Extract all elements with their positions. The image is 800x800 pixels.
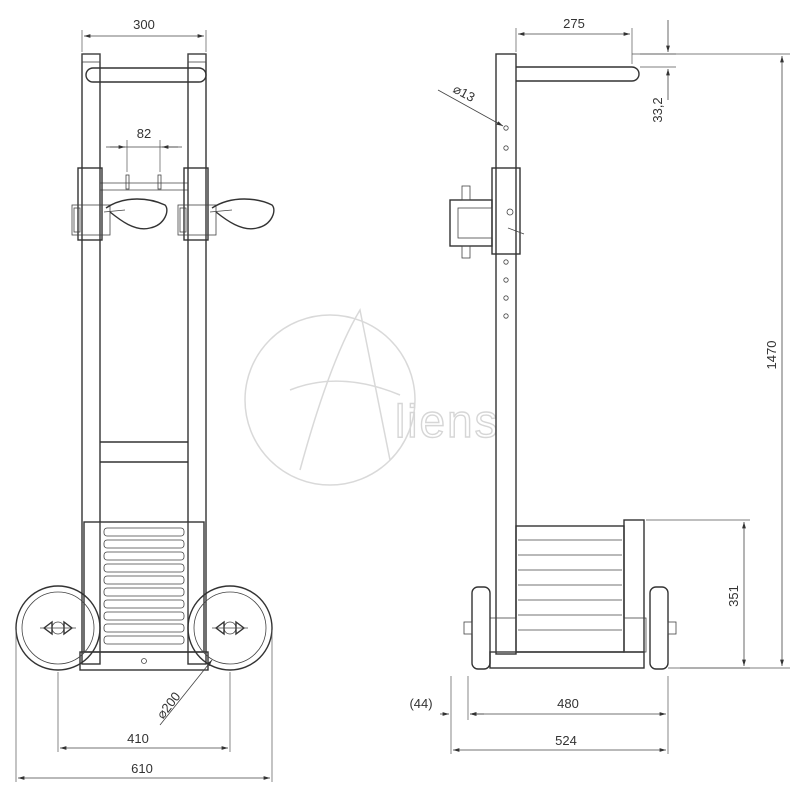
svg-text:liens: liens — [395, 395, 500, 447]
dim-handle-length: 275 — [563, 16, 585, 31]
right-wheel — [187, 585, 273, 671]
side-view: 275 ⌀13 33,2 1470 351 (44) 480 524 — [409, 16, 790, 754]
dim-base-depth: 480 — [557, 696, 579, 711]
dim-handle-width: 300 — [133, 17, 155, 32]
dim-wheel-track: 410 — [127, 731, 149, 746]
dim-wheel-offset: (44) — [409, 696, 432, 711]
adjustment-holes — [503, 125, 509, 319]
side-plate-slats — [518, 539, 622, 631]
dim-clip-spacing: 82 — [137, 126, 151, 141]
dim-hole-diameter: ⌀13 — [451, 81, 478, 105]
dim-handle-offset: 33,2 — [650, 97, 665, 122]
front-view: 300 82 ⌀200 410 610 — [15, 17, 275, 782]
dim-wheel-diameter: ⌀200 — [153, 689, 183, 722]
left-wheel — [15, 585, 101, 671]
dim-overall-height: 1470 — [764, 341, 779, 370]
watermark-logo: liens — [244, 307, 500, 486]
dim-overall-width: 610 — [131, 761, 153, 776]
dim-overall-depth: 524 — [555, 733, 577, 748]
plate-slats — [103, 527, 185, 645]
dim-plate-height: 351 — [726, 585, 741, 607]
